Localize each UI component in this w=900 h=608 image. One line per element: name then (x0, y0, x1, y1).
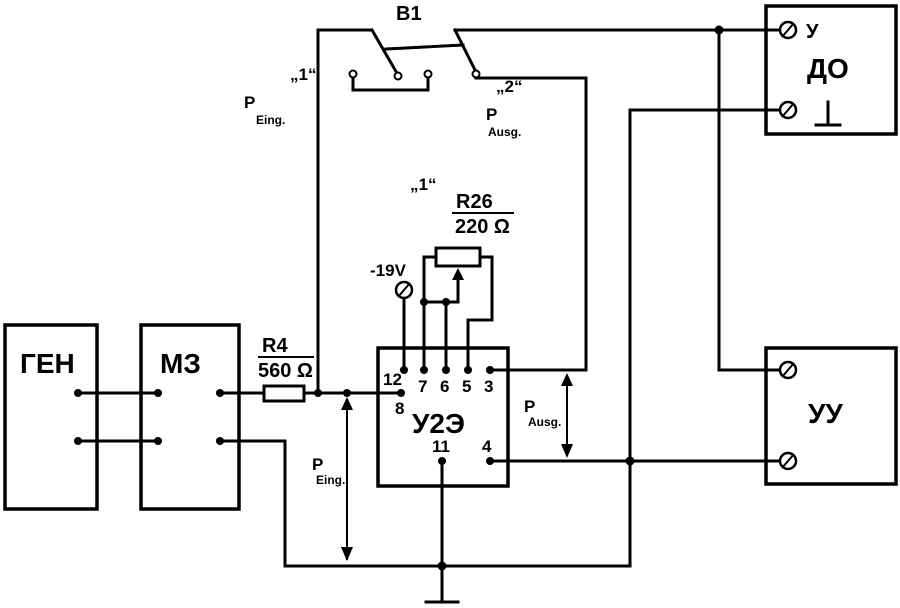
r26-value: 220 Ω (455, 216, 510, 238)
terminal (74, 437, 82, 445)
resistor-r26 (434, 246, 482, 268)
pin-label-5: 5 (462, 377, 471, 396)
terminal (216, 389, 224, 397)
terminal-symbol (778, 451, 798, 471)
p-eing-bottom: P (312, 455, 323, 474)
switch-contact (423, 69, 433, 79)
r4-name: R4 (262, 335, 288, 357)
junction (437, 561, 447, 571)
wire-ground-bus (218, 439, 632, 568)
terminal (74, 389, 82, 397)
wire-do-ground (628, 108, 786, 568)
arrow-down-icon (561, 444, 573, 458)
supply-voltage-label: -19V (370, 261, 407, 280)
arrow-down-icon (341, 547, 353, 561)
gen-block (3, 323, 99, 511)
pin-dot (442, 366, 450, 374)
r26-name: R26 (456, 191, 493, 213)
p-ausg-top-sub: Ausg. (488, 125, 521, 139)
switch-link (384, 43, 465, 51)
wire-to-uu-top (717, 28, 786, 372)
junction (343, 389, 351, 397)
junction (442, 298, 450, 306)
r4-value: 560 Ω (258, 360, 313, 382)
junction (420, 298, 428, 306)
resistor-r4 (262, 384, 306, 403)
p-eing-top: P (244, 93, 255, 112)
mz-block (139, 323, 241, 511)
switch-contact (348, 69, 358, 79)
switch-pos1-label: „1“ (290, 65, 316, 84)
terminal-symbol (778, 360, 798, 380)
switch-link-contacts (351, 76, 430, 92)
terminal-symbol (778, 100, 798, 120)
pin-label-3: 3 (484, 377, 493, 396)
p-ausg-top: P (486, 105, 497, 124)
switch-contact (471, 69, 481, 79)
terminal (154, 437, 162, 445)
pos1-mid-label: „1“ (410, 175, 436, 194)
pin-label-11: 11 (432, 437, 450, 456)
wire-pos2-pin3 (474, 76, 588, 372)
uu-label: УУ (808, 398, 843, 429)
pin-dot (420, 366, 428, 374)
terminal (154, 389, 162, 397)
pin-dot (486, 366, 494, 374)
p-eing-top-sub: Eing. (256, 113, 285, 127)
wire-r26-pin5 (466, 255, 494, 372)
wire-to-switch (316, 28, 372, 395)
pin-label-12: 12 (383, 370, 402, 389)
pin-label-4: 4 (482, 437, 492, 456)
pin-dot (438, 457, 446, 465)
pin-label-7: 7 (418, 377, 427, 396)
pin-label-8: 8 (395, 399, 404, 418)
pin-dot (397, 389, 405, 397)
wire-r26-pin7 (422, 255, 438, 372)
supply-terminal (394, 280, 414, 300)
do-y-label: У (806, 21, 819, 43)
u2e-label: У2Э (412, 408, 465, 439)
arrow-up-icon (561, 373, 573, 386)
p-eing-bottom-sub: Eing. (316, 473, 345, 487)
wiper-arrow-icon (452, 268, 464, 280)
mz-label: МЗ (160, 348, 201, 379)
pin-label-6: 6 (440, 377, 449, 396)
terminal-symbol (778, 20, 798, 40)
pin-dot (486, 457, 494, 465)
switch-contact (393, 71, 403, 81)
p-ausg-mid: P (524, 397, 535, 416)
switch-blade-1 (369, 27, 401, 78)
switch-blade-2 (452, 27, 479, 75)
arrow-up-icon (341, 397, 353, 410)
gen-label: ГЕН (20, 348, 75, 379)
pin-dot (464, 366, 472, 374)
do-label: ДО (807, 53, 849, 84)
switch-pos2-label: „2“ (496, 77, 522, 96)
switch-label: B1 (396, 3, 422, 25)
pin-dot (400, 366, 408, 374)
p-ausg-mid-sub: Ausg. (528, 415, 561, 429)
